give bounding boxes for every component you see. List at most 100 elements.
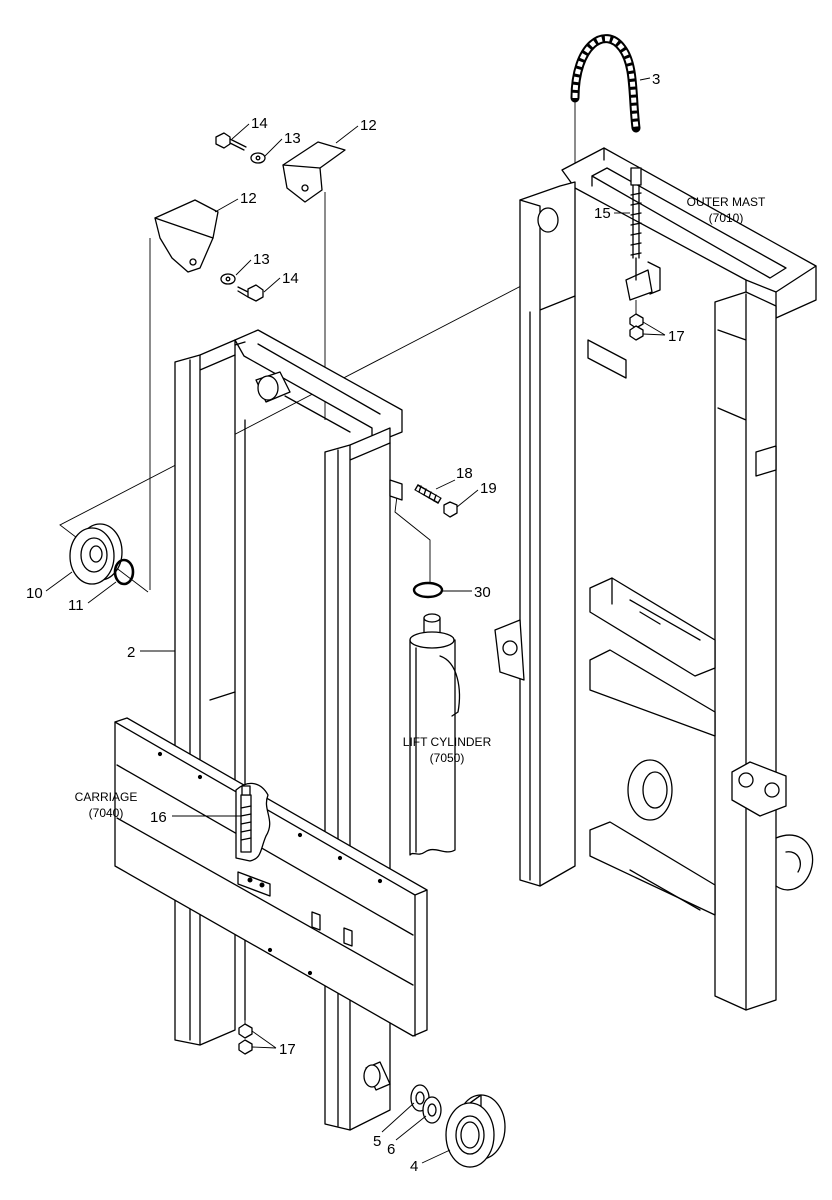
carriage — [114, 717, 428, 1037]
leader-washer-upper — [264, 138, 283, 157]
callout-inner-mast: 2 — [127, 644, 135, 661]
leader-bearing — [421, 1149, 451, 1164]
callout-bolt-lower: 14 — [282, 270, 299, 287]
crossmember-inner-edge — [257, 343, 381, 433]
callout-stop-nut: 19 — [480, 480, 497, 497]
carriage-hole — [337, 855, 343, 861]
callout-roller: 10 — [26, 585, 43, 602]
carriage-hole — [307, 970, 313, 976]
anchor-bolt-rod — [630, 184, 642, 259]
tilt-bracket-left — [494, 619, 525, 681]
callout-bolt-upper: 14 — [251, 115, 268, 132]
callout-o-ring: 30 — [474, 584, 491, 601]
anchor-bolt-link — [635, 257, 661, 295]
carriage-bolt-block-hole — [259, 882, 265, 888]
inner-mast-cylinder-tab — [389, 479, 403, 501]
anchor-bolt-block — [625, 269, 653, 301]
lift-cylinder-seat-bore — [642, 771, 668, 809]
upper-washer-hole — [255, 155, 261, 161]
callout-anchor-bolt: 15 — [594, 205, 611, 222]
upper-bolt-head — [215, 132, 231, 149]
inner-mast-left-rail-edges — [189, 341, 246, 1046]
lift-cylinder-label: LIFT CYLINDER — [403, 735, 492, 749]
callout-stop-bolt: 18 — [456, 465, 473, 482]
shim-b-hole — [427, 1103, 437, 1117]
carriage-fork-stop-b — [343, 927, 353, 947]
leader-roller — [45, 571, 73, 592]
carriage-hole — [197, 774, 203, 780]
leader-washer-lower — [235, 259, 252, 276]
upper-washer — [250, 152, 266, 164]
outer-mast-label: OUTER MAST — [687, 195, 766, 209]
base-plate-detail — [629, 869, 701, 911]
upper-bolt-shank — [229, 138, 247, 151]
outer-mast-chain-bracket — [587, 339, 627, 379]
assembly-labels: OUTER MAST (7010) LIFT CYLINDER (7050) C… — [75, 195, 766, 820]
outer-mast-lower-crossmember — [589, 649, 716, 737]
snap-ring — [113, 558, 135, 586]
lift-cylinder-code: (7050) — [430, 751, 465, 765]
cylinder-head — [409, 631, 455, 649]
carriage-bolt-block — [237, 871, 271, 897]
carriage-hole — [267, 947, 273, 953]
leader-stop-nut — [456, 489, 479, 508]
stop-nut — [443, 501, 458, 518]
outer-mast-right-rail-edges — [717, 293, 747, 1011]
cylinder-mount-line — [394, 487, 431, 582]
upper-bracket — [282, 141, 346, 203]
outer-mast-plate — [755, 445, 777, 477]
o-ring — [412, 581, 444, 599]
mast-roller — [69, 523, 123, 585]
callout-washer-upper: 13 — [284, 130, 301, 147]
cylinder-hose — [439, 655, 461, 717]
callout-shim-b: 6 — [387, 1141, 395, 1158]
lower-bracket-fold — [154, 217, 214, 239]
callout-chain: 3 — [652, 71, 660, 88]
lift-cylinder — [409, 613, 461, 856]
carriage-plate — [114, 717, 428, 1037]
lower-bolt-head — [247, 284, 264, 302]
bearing-bore — [460, 1121, 480, 1149]
leader-nuts-lower — [251, 1030, 277, 1049]
cylinder-rod-end — [423, 613, 441, 623]
lift-cylinder-seat — [627, 759, 673, 821]
outer-mast-top-boss — [537, 207, 559, 233]
callout-shim-a: 5 — [373, 1133, 381, 1150]
carriage-hole — [377, 878, 383, 884]
trunnion-arc — [775, 834, 814, 891]
lower-mounting-hardware — [154, 199, 264, 302]
carriage-hole — [157, 751, 163, 757]
outer-mast-code: (7010) — [709, 211, 744, 225]
lower-bracket-hole — [189, 258, 197, 266]
callout-numbers: 3 12 13 14 12 13 14 15 17 18 19 30 10 11… — [26, 71, 685, 1175]
upper-mounting-hardware — [215, 132, 346, 203]
carriage-plate-edges — [114, 721, 428, 1037]
chain-anchor-bolt — [625, 167, 661, 341]
shim-a-hole — [415, 1091, 425, 1105]
carriage-bolt-head — [241, 785, 251, 796]
callout-snap-ring: 11 — [68, 597, 84, 614]
lower-nut-a — [238, 1023, 253, 1039]
outer-mast — [494, 147, 817, 1011]
lower-nut-b — [238, 1039, 253, 1055]
leader-bolt-upper — [231, 123, 250, 140]
callout-bracket-lower: 12 — [240, 190, 257, 207]
callout-bearing: 4 — [410, 1158, 418, 1175]
leader-bolt-lower — [263, 277, 281, 293]
bearing-shaft-assembly — [363, 1061, 506, 1168]
lower-bracket — [154, 199, 219, 273]
tilt-pin-hole-right-b — [764, 782, 780, 798]
lower-washer — [220, 273, 236, 285]
lift-chain — [570, 34, 641, 133]
upper-bracket-hole — [301, 184, 309, 192]
tilt-pin-hole-right-a — [738, 772, 754, 788]
leader-shim-b — [395, 1115, 427, 1141]
o-ring-outer — [412, 581, 444, 599]
inner-mast-top-stub-end — [257, 375, 279, 401]
roller-groove — [80, 537, 108, 573]
upper-bracket-fold — [282, 164, 321, 169]
shim-b — [422, 1096, 442, 1124]
stop-bolt-assembly — [414, 483, 458, 518]
snap-ring-body — [113, 558, 135, 586]
callout-nuts-lower: 17 — [279, 1041, 296, 1058]
